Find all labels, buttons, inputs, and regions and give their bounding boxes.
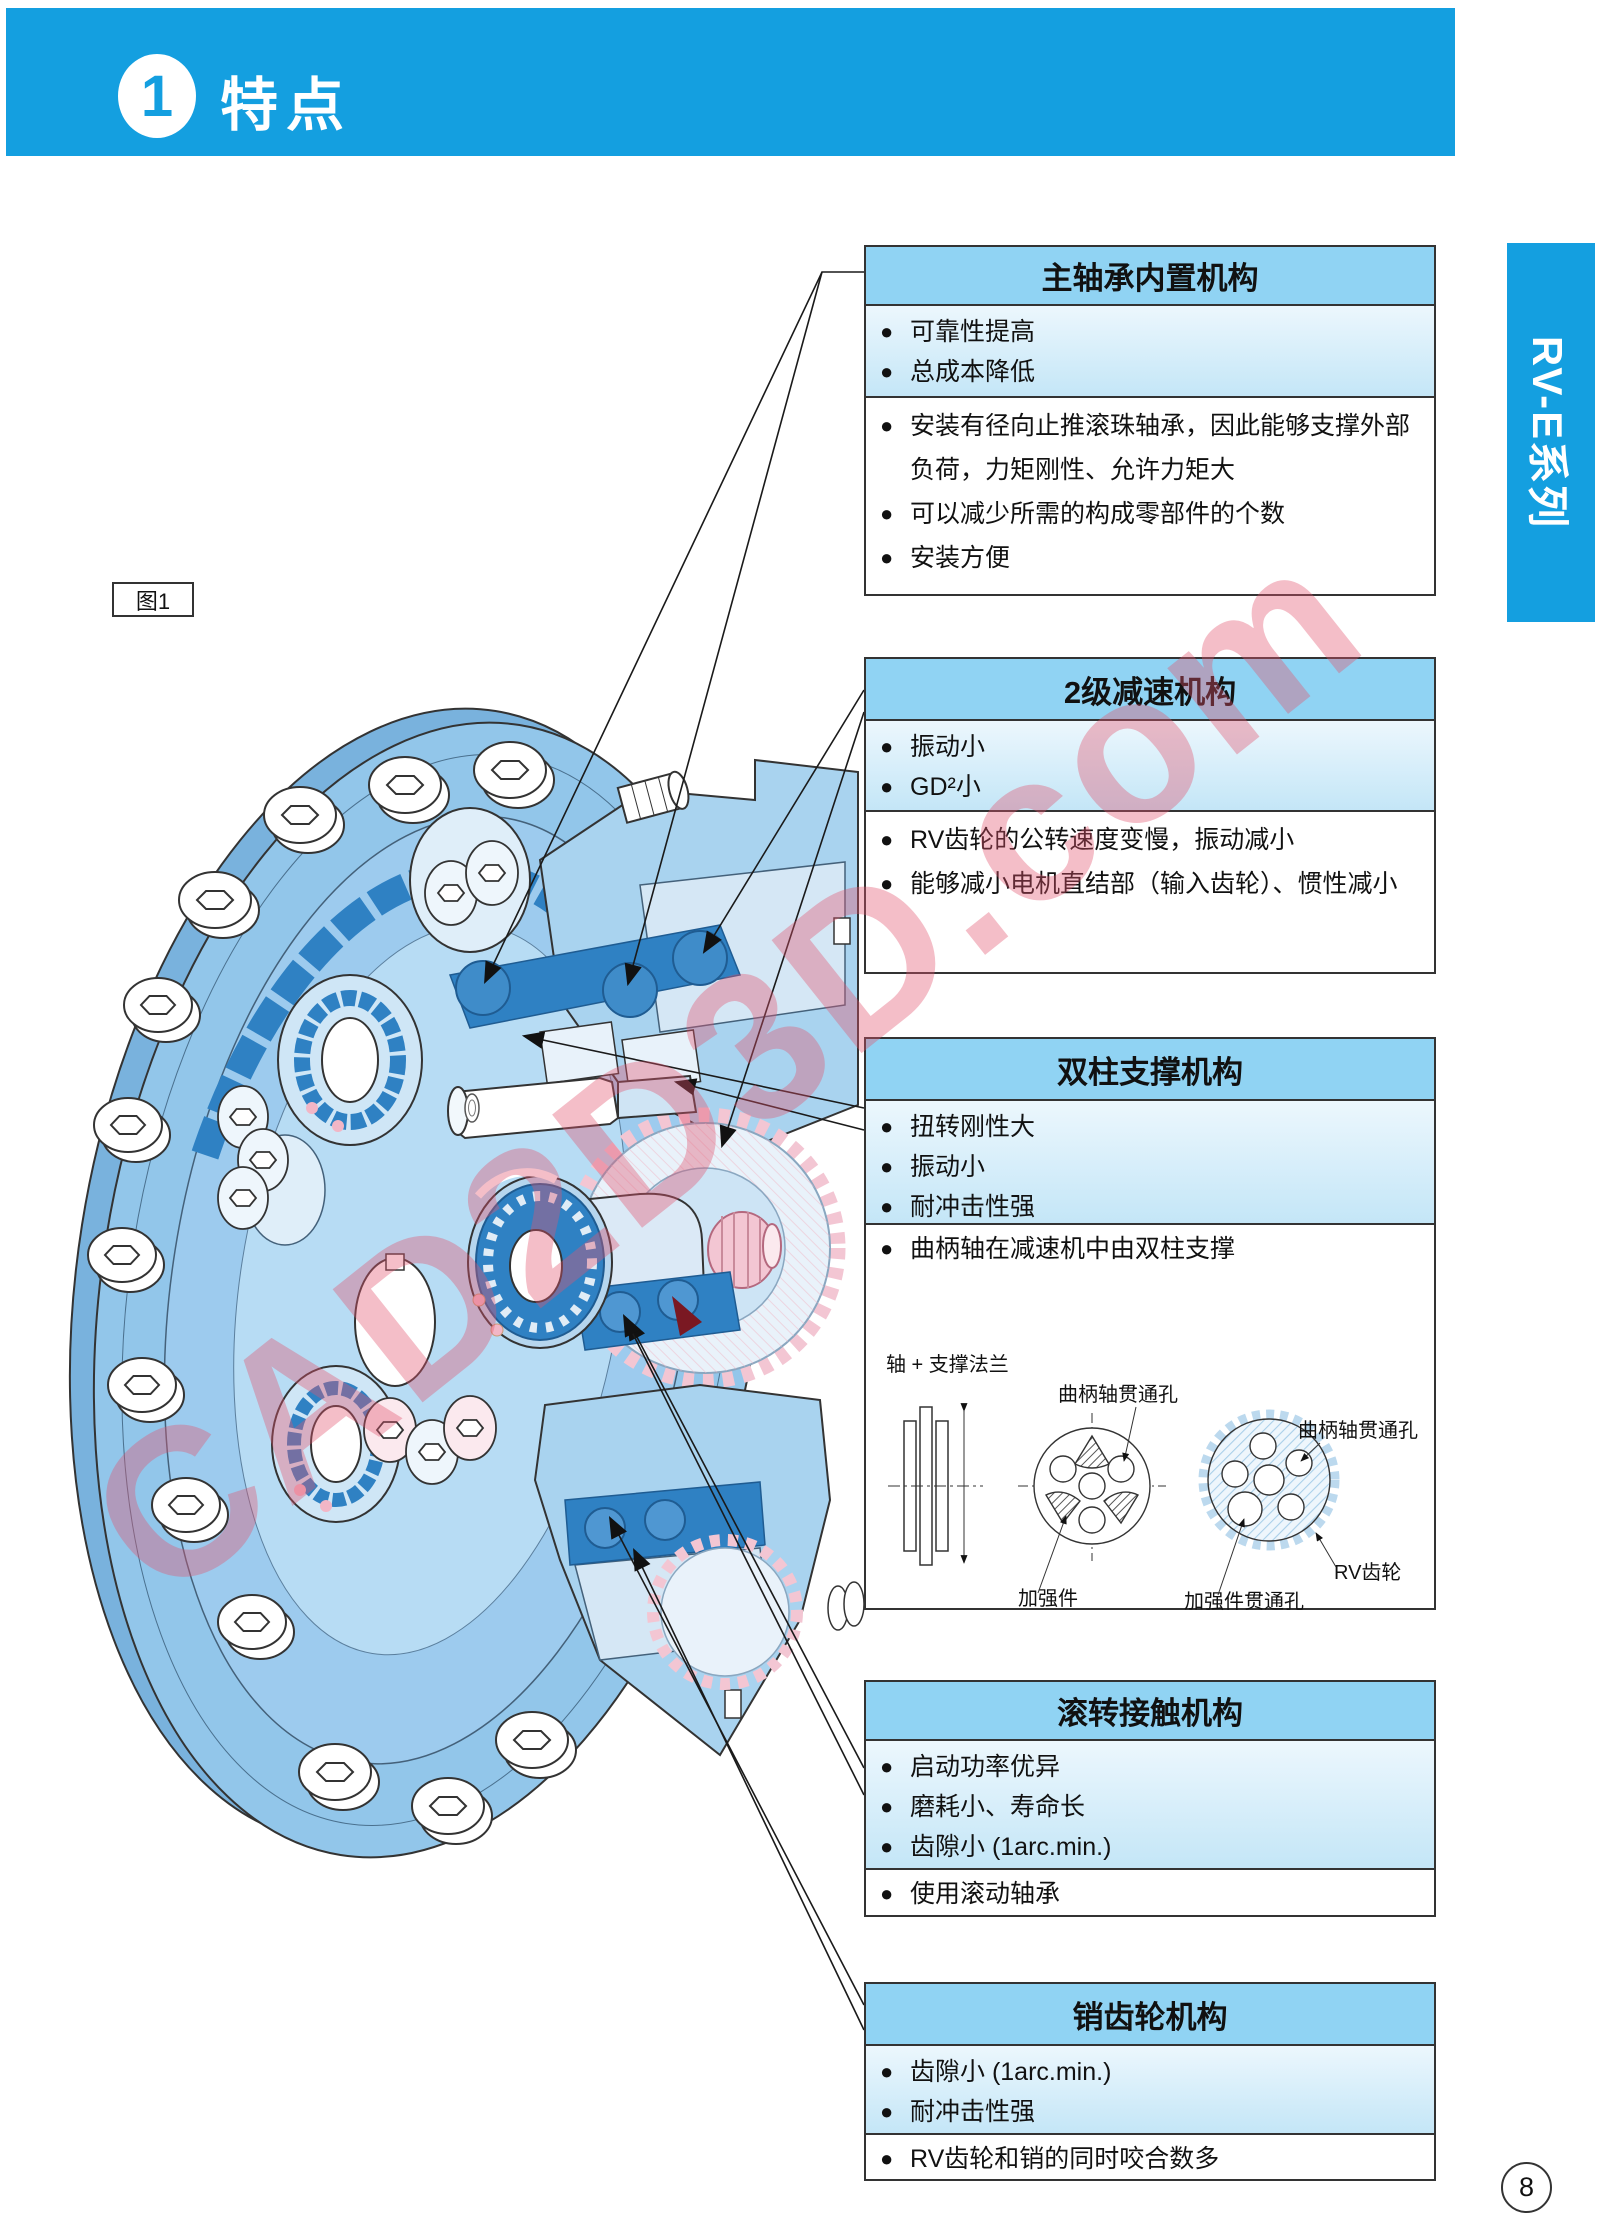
- feature-item: ●耐冲击性强: [866, 2092, 1434, 2132]
- feature-item: ●齿隙小 (1arc.min.): [866, 2052, 1434, 2092]
- bullet-icon: ●: [880, 501, 894, 526]
- feature-item: ●振动小: [866, 727, 1434, 767]
- callout-double-column-support: 双柱支撑机构 ●扭转刚性大 ●振动小 ●耐冲击性强 ●曲柄轴在减速机中由双柱支撑: [864, 1037, 1436, 1611]
- feature-item: ●GD²小: [866, 767, 1434, 807]
- figure-label: 图1: [112, 582, 194, 617]
- feature-item: ●可靠性提高: [866, 312, 1434, 352]
- bullet-icon: ●: [880, 827, 894, 852]
- inset-label-rv-gear: RV齿轮: [1334, 1561, 1401, 1584]
- section-number: 1: [140, 63, 174, 129]
- leader-double-column: [673, 1078, 865, 1131]
- leader-rolling-contact: [623, 1314, 865, 1796]
- inset-label-reinforcement-hole: 加强件贯通孔: [1184, 1590, 1304, 1611]
- callout-pin-gear: 销齿轮机构 ●齿隙小 (1arc.min.) ●耐冲击性强 ●RV齿轮和销的同时…: [864, 1982, 1436, 2181]
- detail-item: ●RV齿轮和销的同时咬合数多: [866, 2137, 1434, 2181]
- inset-label-reinforcement: 加强件: [1018, 1587, 1078, 1610]
- detail-item: ●曲柄轴在减速机中由双柱支撑: [866, 1227, 1434, 1271]
- crank-pin: [447, 1074, 698, 1140]
- bullet-icon: ●: [880, 734, 894, 759]
- face-hex-screws: [217, 840, 519, 1485]
- bullet-icon: ●: [880, 1754, 894, 1779]
- crank-bearing-hole: [277, 974, 423, 1146]
- feature-item: ●振动小: [866, 1147, 1434, 1187]
- callout-two-stage-reduction: 2级减速机构 ●振动小 ●GD²小 ●RV齿轮的公转速度变慢，振动减小 ●能够减…: [864, 657, 1436, 974]
- leader-double-column: [521, 1031, 865, 1109]
- shaft-bore-keyway: [354, 1257, 436, 1387]
- leader-main-bearing: [624, 271, 823, 987]
- feature-item: ●耐冲击性强: [866, 1187, 1434, 1227]
- bullet-icon: ●: [880, 871, 894, 896]
- feature-item: ●启动功率优异: [866, 1747, 1434, 1787]
- page-header-bar: 1 特点: [6, 8, 1455, 156]
- bullet-icon: ●: [880, 413, 894, 438]
- feature-item: ●总成本降低: [866, 352, 1434, 392]
- leader-two-stage: [719, 711, 865, 1149]
- feature-item: ●齿隙小 (1arc.min.): [866, 1827, 1434, 1867]
- leader-pin-gear: [633, 1548, 865, 2031]
- main-bearing-ball: [672, 930, 728, 986]
- detail-item: ●安装方便: [866, 536, 1434, 580]
- bullet-icon: ●: [880, 1236, 894, 1261]
- bullet-icon: ●: [880, 774, 894, 799]
- bullet-icon: ●: [880, 2099, 894, 2124]
- leader-pin-gear: [608, 1516, 865, 2006]
- pin-roller: [644, 1499, 686, 1541]
- callout-title: 2级减速机构: [866, 659, 1434, 721]
- crankshaft-assembly: [354, 1168, 782, 1387]
- reinforcement-lobe: [1044, 1491, 1081, 1525]
- detail-item: ●使用滚动轴承: [866, 1872, 1434, 1916]
- main-bearing-ball: [455, 960, 511, 1016]
- support-flange-view: [1018, 1413, 1166, 1561]
- bullet-icon: ●: [880, 545, 894, 570]
- bullet-icon: ●: [880, 319, 894, 344]
- page-number-badge: 8: [1501, 2162, 1552, 2213]
- leader-lines: [484, 271, 865, 2031]
- rim-bolts: [87, 741, 577, 1845]
- page-title: 特点: [220, 73, 353, 138]
- series-side-tab: RV-E系列: [1507, 243, 1595, 622]
- callout-title: 销齿轮机构: [866, 1984, 1434, 2046]
- dark-red-arrow: [672, 1296, 702, 1336]
- callout-title: 双柱支撑机构: [866, 1039, 1434, 1101]
- callout-rolling-contact: 滚转接触机构 ●启动功率优异 ●磨耗小、寿命长 ●齿隙小 (1arc.min.)…: [864, 1680, 1436, 1917]
- reinforcement-lobe: [1103, 1491, 1140, 1525]
- bullet-icon: ●: [880, 1794, 894, 1819]
- leader-two-stage: [702, 689, 865, 954]
- inset-label-crank-hole: 曲柄轴贯通孔: [1058, 1383, 1178, 1406]
- bullet-icon: ●: [880, 1834, 894, 1859]
- shaft-flange-profile: [888, 1403, 983, 1566]
- bullet-icon: ●: [880, 2059, 894, 2084]
- bullet-icon: ●: [880, 1114, 894, 1139]
- page-number: 8: [1518, 2172, 1535, 2202]
- main-bearing-ball: [602, 962, 658, 1018]
- detail-item: ●RV齿轮的公转速度变慢，振动减小: [866, 818, 1434, 862]
- bullet-icon: ●: [880, 1881, 894, 1906]
- bullet-icon: ●: [880, 1194, 894, 1219]
- rv-gear-view: [1198, 1409, 1340, 1551]
- inset-axis-label: 轴 + 支撑法兰: [886, 1353, 1009, 1376]
- bullet-icon: ●: [880, 359, 894, 384]
- detail-item: ●可以减少所需的构成零部件的个数: [866, 492, 1434, 536]
- callout-title: 主轴承内置机构: [866, 247, 1434, 306]
- callout-main-bearing: 主轴承内置机构 ●可靠性提高 ●总成本降低 ●安装有径向止推滚珠轴承，因此能够支…: [864, 245, 1436, 596]
- double-column-inset-diagram: 轴 + 支撑法兰: [886, 1353, 1418, 1611]
- series-side-tab-label: RV-E系列: [1524, 335, 1572, 530]
- detail-item: ●能够减小电机直结部（输入齿轮）、惯性减小: [866, 862, 1434, 906]
- bullet-icon: ●: [880, 2146, 894, 2171]
- pin-roller: [584, 1507, 626, 1549]
- leader-rolling-contact: [626, 1318, 865, 1769]
- bullet-icon: ●: [880, 1154, 894, 1179]
- detail-item: ●安装有径向止推滚珠轴承，因此能够支撑外部负荷，力矩刚性、允许力矩大: [866, 404, 1434, 492]
- feature-item: ●扭转刚性大: [866, 1107, 1434, 1147]
- inset-label-crank-hole-right: 曲柄轴贯通孔: [1298, 1419, 1418, 1442]
- feature-item: ●磨耗小、寿命长: [866, 1787, 1434, 1827]
- main-bearing-band: [448, 924, 742, 1029]
- input-pinion: [707, 1211, 782, 1289]
- crank-support-bearing: [467, 1168, 613, 1349]
- callout-title: 滚转接触机构: [866, 1682, 1434, 1741]
- section-number-badge: 1: [118, 54, 196, 138]
